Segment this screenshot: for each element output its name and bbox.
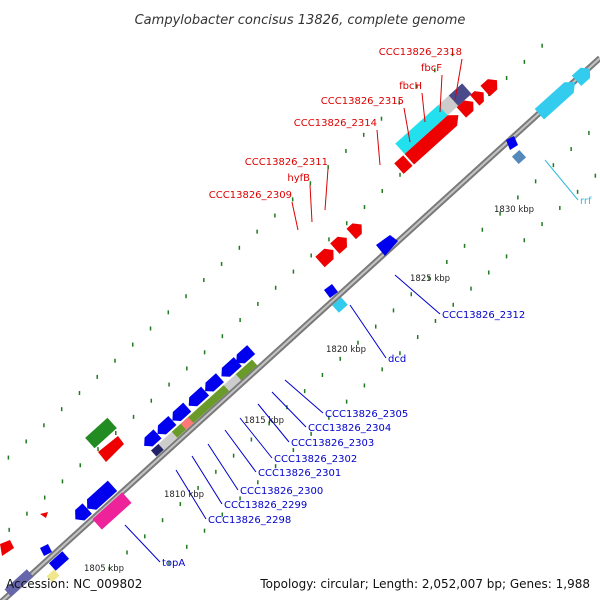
gene-block[interactable] [4, 569, 34, 597]
leader-line [175, 469, 207, 520]
gene-arrow[interactable] [71, 503, 92, 524]
accession-text: Accession: NC_009802 [6, 577, 142, 591]
leader-line [271, 391, 307, 428]
leader-line [124, 524, 161, 563]
gene-block[interactable] [48, 551, 70, 571]
scale-label-1805: 1805 kbp [84, 564, 124, 574]
gene-block[interactable] [395, 104, 448, 155]
gene-block[interactable] [158, 431, 178, 450]
scale-label-1830: 1830 kbp [494, 205, 534, 215]
gene-block[interactable] [180, 417, 194, 430]
leader-line [439, 74, 443, 113]
gene-block[interactable] [235, 359, 258, 381]
leader-line [207, 443, 239, 491]
scale-label-1815: 1815 kbp [244, 416, 284, 426]
gene-arrow[interactable] [168, 402, 192, 425]
leader-line [284, 379, 324, 414]
gene-label-ccc2318[interactable]: CCC13826_2318 [379, 47, 462, 58]
label-leaders [124, 58, 579, 563]
gene-label-ccc2304[interactable]: CCC13826_2304 [308, 423, 391, 434]
gene-arrow[interactable] [376, 235, 398, 256]
leader-line [191, 455, 223, 505]
gene-arrow[interactable] [0, 540, 14, 556]
gene-arrow[interactable] [324, 284, 338, 298]
gene-block[interactable] [223, 374, 242, 391]
gene-block[interactable] [46, 569, 60, 583]
gene-label-ccc2314[interactable]: CCC13826_2314 [294, 118, 377, 129]
gene-block[interactable] [394, 155, 413, 174]
gene-label-hyfB[interactable]: hyfB [287, 173, 310, 184]
leader-line [291, 201, 299, 231]
rrna-arrow[interactable] [571, 64, 595, 87]
leader-line [544, 159, 579, 201]
gene-block[interactable] [511, 149, 527, 165]
gene-arrow[interactable] [330, 233, 351, 254]
gene-label-rrf[interactable]: rrf [580, 196, 592, 207]
leader-line [239, 417, 273, 459]
gene-label-topA[interactable]: topA [162, 558, 185, 569]
scale-labels: 1805 kbp 1810 kbp 1815 kbp 1820 kbp 1825 kbp… [84, 205, 534, 574]
genome-backbone [0, 55, 600, 600]
gene-arrow[interactable] [346, 219, 367, 240]
gene-arrow[interactable] [185, 386, 210, 411]
gene-arrow[interactable] [98, 436, 124, 462]
gene-label-ccc2312[interactable]: CCC13826_2312 [442, 310, 525, 321]
scale-label-1825: 1825 kbp [410, 274, 450, 284]
gene-block[interactable] [150, 443, 164, 457]
scale-label-1810: 1810 kbp [164, 490, 204, 500]
gene-block[interactable] [85, 417, 117, 449]
gene-arrow[interactable] [470, 87, 488, 106]
gene-arrow[interactable] [83, 480, 118, 514]
leader-line [309, 184, 313, 223]
gene-label-ccc2311[interactable]: CCC13826_2311 [245, 157, 328, 168]
gene-label-ccc2302[interactable]: CCC13826_2302 [274, 454, 357, 465]
leader-line [324, 168, 329, 211]
gene-arrow[interactable] [404, 110, 463, 165]
gene-arrow[interactable] [140, 429, 162, 450]
gene-arrow[interactable] [456, 97, 478, 118]
gene-label-ccc2301[interactable]: CCC13826_2301 [258, 468, 341, 479]
gene-label-ccc2303[interactable]: CCC13826_2303 [291, 438, 374, 449]
gene-label-fbcH[interactable]: fbcH [399, 81, 422, 92]
leader-line [224, 429, 257, 473]
leader-line [454, 58, 463, 101]
gene-arrow[interactable] [154, 416, 177, 438]
scale-label-1820: 1820 kbp [326, 345, 366, 355]
leader-line [403, 107, 411, 143]
gene-label-ccc2309[interactable]: CCC13826_2309 [209, 190, 292, 201]
gene-label-ccc2315[interactable]: CCC13826_2315 [321, 96, 404, 107]
leader-line [376, 129, 381, 166]
gene-label-ccc2305[interactable]: CCC13826_2305 [325, 409, 408, 420]
gene-labels: CCC13826_2318 fbcF fbcH CCC13826_2315CCC138… [162, 47, 592, 569]
gene-arrow[interactable] [232, 345, 256, 367]
gene-block[interactable] [438, 95, 459, 116]
leader-line [394, 274, 441, 315]
leader-line [349, 304, 387, 359]
gene-label-fbcF[interactable]: fbcF [421, 63, 442, 74]
gene-arrow[interactable] [40, 544, 52, 556]
gene-label-dcd[interactable]: dcd [388, 354, 406, 365]
gene-arrow[interactable] [201, 373, 224, 395]
gene-features [0, 64, 595, 597]
gene-block[interactable] [332, 297, 348, 313]
gene-label-ccc2298[interactable]: CCC13826_2298 [208, 515, 291, 526]
gene-arrow[interactable] [506, 136, 518, 150]
map-title: Campylobacter concisus 13826, complete g… [135, 13, 466, 28]
gene-arrow[interactable] [315, 245, 338, 268]
gene-block[interactable] [92, 492, 132, 530]
gene-arrow[interactable] [480, 75, 501, 97]
gene-label-ccc2299[interactable]: CCC13826_2299 [224, 500, 307, 511]
gene-block[interactable] [448, 83, 472, 106]
gene-label-ccc2300[interactable]: CCC13826_2300 [240, 486, 323, 497]
genome-summary-text: Topology: circular; Length: 2,052,007 bp… [259, 577, 590, 591]
leader-line [421, 92, 426, 123]
leader-line [257, 403, 290, 443]
tick-marks [7, 43, 597, 571]
gene-arrow[interactable] [40, 512, 48, 518]
rrna-arrow[interactable] [534, 77, 580, 120]
